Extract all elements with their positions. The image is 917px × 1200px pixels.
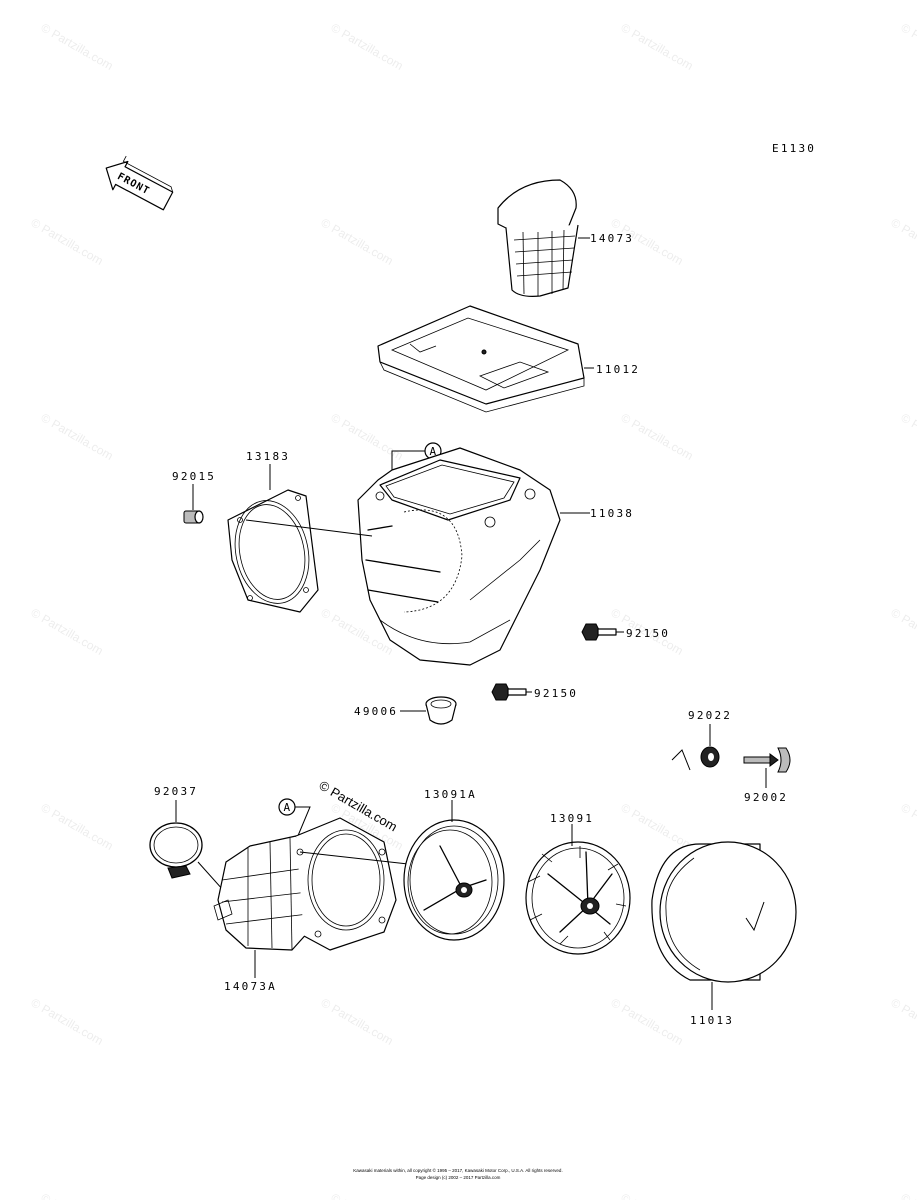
- label-13183: 13183: [246, 450, 290, 463]
- bolt-92150-upper[interactable]: [581, 623, 624, 641]
- watermark-tile: © Partzilla.com: [39, 1190, 116, 1200]
- watermark-tile: © Partzilla.com: [619, 1190, 696, 1200]
- air-cleaner-cover-11012[interactable]: [377, 305, 594, 413]
- watermark-tile: © Partzilla.com: [889, 605, 917, 658]
- watermark-tile: © Partzilla.com: [39, 800, 116, 853]
- label-49006: 49006: [354, 705, 398, 718]
- watermark-tile: © Partzilla.com: [899, 1190, 917, 1200]
- bolt-92150-lower[interactable]: [491, 683, 532, 701]
- clamp-92037[interactable]: [149, 800, 233, 901]
- label-13091a: 13091A: [424, 788, 477, 801]
- label-13091: 13091: [550, 812, 594, 825]
- watermark-tile: © Partzilla.com: [619, 20, 696, 73]
- gasket-plate-13183[interactable]: [226, 464, 373, 613]
- watermark-tile: © Partzilla.com: [609, 995, 686, 1048]
- cap-49006[interactable]: [400, 696, 457, 725]
- filter-holder-plate-13091a[interactable]: [403, 800, 505, 941]
- label-92150-upper: 92150: [626, 627, 670, 640]
- air-filter-element-11013[interactable]: [651, 841, 797, 1010]
- watermark-tile: © Partzilla.com: [619, 410, 696, 463]
- watermark-tile: © Partzilla.com: [889, 215, 917, 268]
- nut-92015[interactable]: [183, 484, 204, 524]
- watermark-tile: © Partzilla.com: [29, 215, 106, 268]
- watermark-tile: © Partzilla.com: [39, 20, 116, 73]
- label-92150-lower: 92150: [534, 687, 578, 700]
- watermark-tile: © Partzilla.com: [329, 1190, 406, 1200]
- label-92022: 92022: [688, 709, 732, 722]
- front-direction-arrow: FRONT: [105, 155, 174, 211]
- watermark-tile: © Partzilla.com: [619, 800, 696, 853]
- watermark-tile: © Partzilla.com: [899, 410, 917, 463]
- copyright-footer: Kawasaki materials within, all copyright…: [353, 1167, 562, 1180]
- copyright-line-1: Kawasaki materials within, all copyright…: [353, 1167, 562, 1173]
- washer-92022[interactable]: [671, 724, 720, 771]
- watermark-tile: © Partzilla.com: [29, 995, 106, 1048]
- watermark-tile: © Partzilla.com: [39, 410, 116, 463]
- intake-duct-housing-14073a[interactable]: [213, 817, 409, 978]
- label-92002: 92002: [744, 791, 788, 804]
- watermark-tile: © Partzilla.com: [319, 215, 396, 268]
- part-number-labels: 14073 11012 11038 13183 92015 92150 9215…: [154, 232, 788, 1027]
- watermark-tile: © Partzilla.com: [319, 995, 396, 1048]
- diagram-code: E1130: [772, 142, 816, 155]
- svg-text:A: A: [430, 445, 437, 458]
- svg-text:A: A: [284, 801, 291, 814]
- filter-cage-13091[interactable]: [525, 824, 631, 955]
- label-11038: 11038: [590, 507, 634, 520]
- label-11012: 11012: [596, 363, 640, 376]
- watermark-tile: © Partzilla.com: [329, 410, 406, 463]
- watermark-tile: © Partzilla.com: [899, 20, 917, 73]
- air-cleaner-case-11038[interactable]: [357, 447, 590, 666]
- label-14073a: 14073A: [224, 980, 277, 993]
- watermark-tile: © Partzilla.com: [29, 605, 106, 658]
- watermark-tile: © Partzilla.com: [329, 20, 406, 73]
- watermark-tile: © Partzilla.com: [899, 800, 917, 853]
- label-92015: 92015: [172, 470, 216, 483]
- label-11013: 11013: [690, 1014, 734, 1027]
- label-92037: 92037: [154, 785, 198, 798]
- label-14073: 14073: [590, 232, 634, 245]
- wing-bolt-92002[interactable]: [743, 747, 791, 788]
- copyright-line-2: Page design (c) 2002 – 2017 Partzilla.co…: [416, 1175, 501, 1180]
- watermark-tile: © Partzilla.com: [889, 995, 917, 1048]
- air-intake-duct-14073[interactable]: [497, 179, 590, 297]
